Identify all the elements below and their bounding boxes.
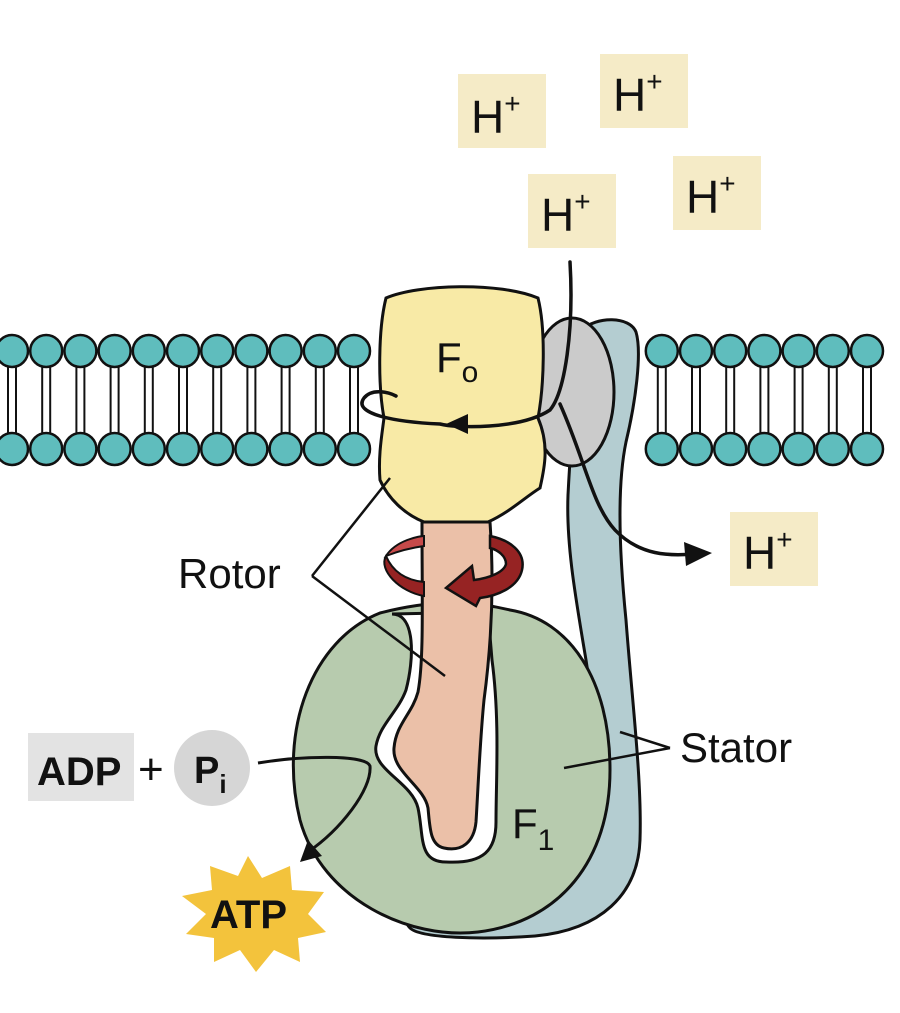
proton-symbol: H <box>613 69 646 121</box>
plus-sign: + <box>138 745 164 794</box>
proton-box-4: H+ <box>673 156 761 230</box>
reaction-arrowhead <box>300 840 322 862</box>
proton-charge: + <box>646 66 662 97</box>
proton-exit-arrowhead <box>684 542 712 566</box>
stator <box>405 318 642 940</box>
lipid-pair <box>199 333 235 467</box>
rotor-leader-line-fo <box>311 477 391 577</box>
proton-box-2: H+ <box>600 54 688 128</box>
lipid-pair <box>0 333 30 467</box>
proton-charge: + <box>719 168 735 199</box>
lipid-pair <box>97 333 132 467</box>
proton-box-1: H+ <box>458 74 546 148</box>
proton-symbol: H <box>743 527 776 579</box>
lipid-pair <box>268 333 303 467</box>
atp-burst: ATP <box>182 856 326 972</box>
proton-symbol: H <box>471 91 504 143</box>
svg-text:H+: H+ <box>471 88 521 143</box>
lipid-pair <box>849 333 885 467</box>
stator-label: Stator <box>680 724 792 771</box>
lipid-pair <box>747 333 782 467</box>
proton-pathway-arrow <box>360 260 696 557</box>
svg-text:H+: H+ <box>613 66 663 121</box>
proton-symbol: H <box>541 189 574 241</box>
svg-text:H+: H+ <box>541 186 591 241</box>
rotor-leader-line-stalk <box>311 575 446 677</box>
lipid-pair <box>28 333 64 467</box>
lipid-pair <box>644 333 680 467</box>
lipid-pair <box>712 333 748 467</box>
stator-leader-line-2 <box>563 746 671 770</box>
proton-charge: + <box>574 186 590 217</box>
proton-symbol: H <box>686 171 719 223</box>
lipid-pair <box>678 333 714 467</box>
lipid-pair <box>302 333 338 467</box>
proton-box-exit: H+ <box>730 512 818 586</box>
pi-circle: Pi <box>174 730 250 806</box>
reaction-arrow <box>257 755 372 854</box>
lipid-pair <box>165 333 201 467</box>
stator-leader-line-1 <box>619 730 671 750</box>
svg-text:H+: H+ <box>743 524 793 579</box>
lipid-pair <box>234 333 269 467</box>
lipid-pair <box>336 333 372 467</box>
proton-box-3: H+ <box>528 174 616 248</box>
fo-label: Fo <box>436 334 478 389</box>
fo-ring <box>378 285 547 524</box>
lipid-pair <box>781 333 816 467</box>
lipid-pair <box>63 333 98 467</box>
svg-text:ATP: ATP <box>210 893 287 937</box>
proton-charge: + <box>504 88 520 119</box>
rotation-indicator <box>383 534 524 608</box>
proton-rotation-arrowhead <box>446 414 468 434</box>
svg-text:Pi: Pi <box>194 750 227 799</box>
f1-label: F1 <box>512 800 554 857</box>
lipid-pair <box>815 333 851 467</box>
rotor-stalk <box>392 520 494 851</box>
proton-charge: + <box>776 524 792 555</box>
svg-text:ADP: ADP <box>37 750 121 794</box>
adp-box: ADP <box>28 733 134 801</box>
lipid-pair <box>131 333 167 467</box>
rotor-label: Rotor <box>178 550 281 597</box>
svg-text:H+: H+ <box>686 168 736 223</box>
